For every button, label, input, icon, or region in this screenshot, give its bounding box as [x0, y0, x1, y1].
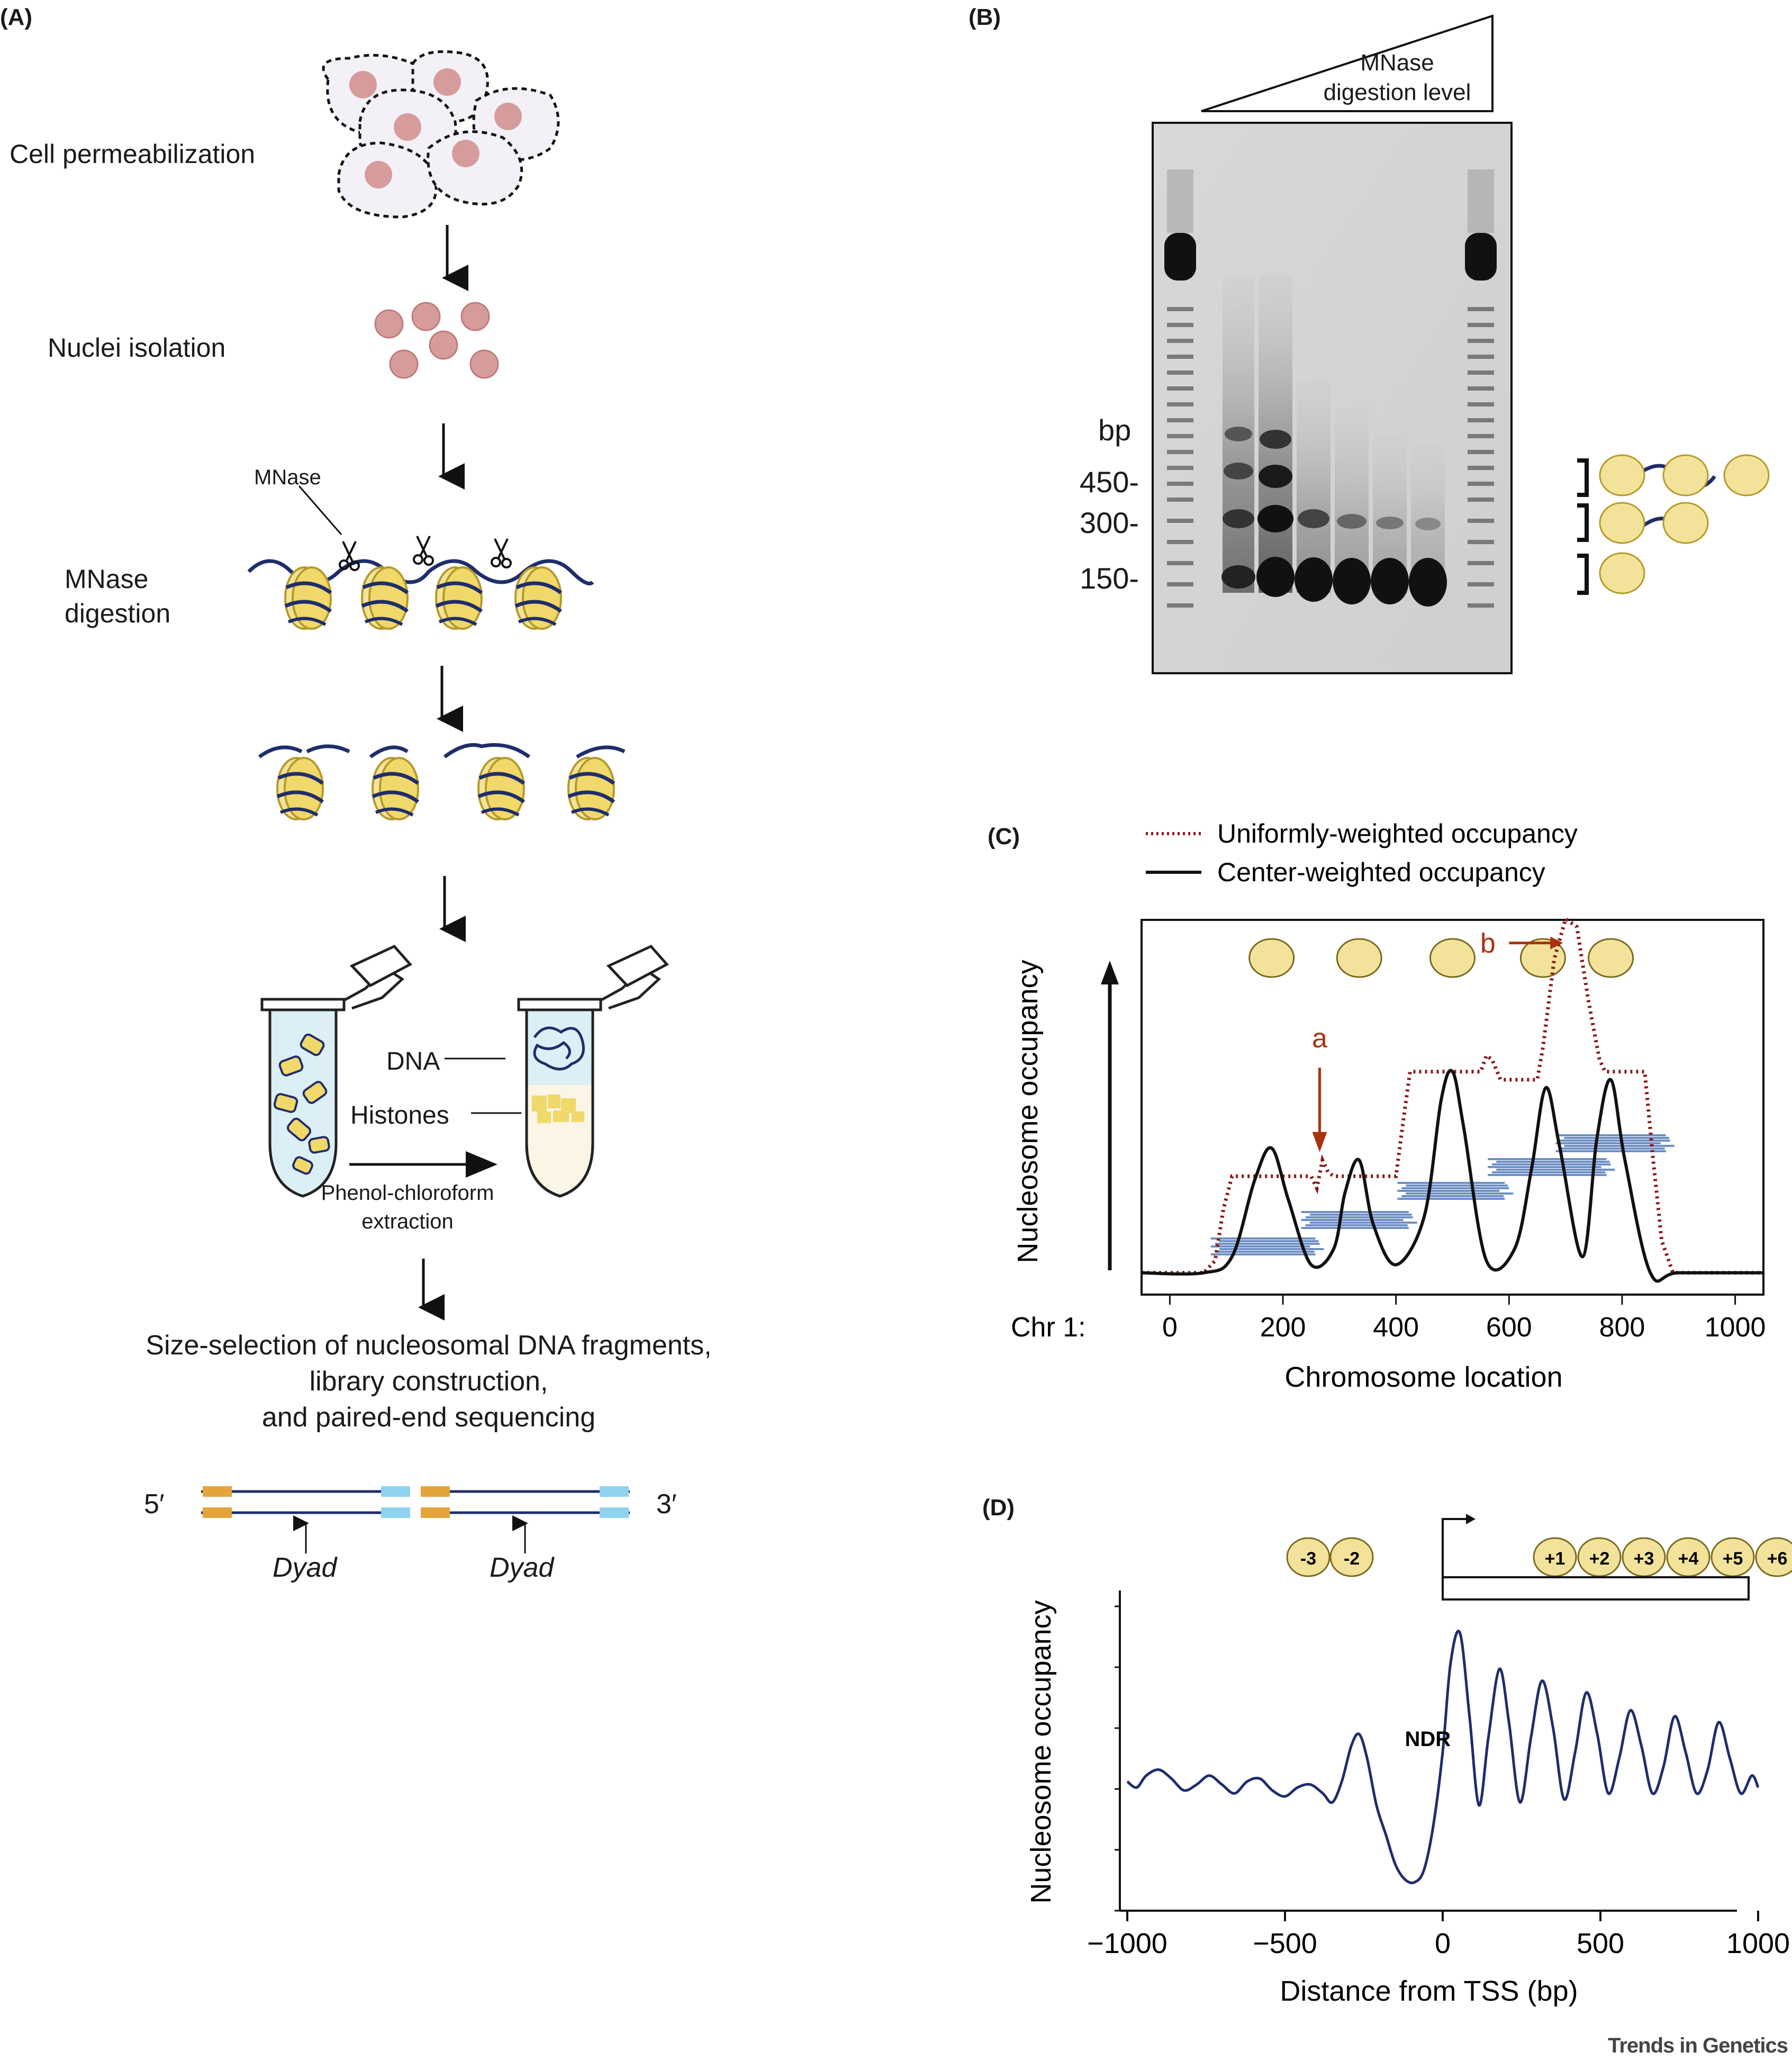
- panel-a-drawing: [201, 50, 669, 1553]
- wedge-label-line2: digestion level: [1323, 79, 1471, 105]
- y-ticks-d: [1115, 1605, 1120, 1912]
- panel-label-b: (B): [969, 4, 1001, 30]
- x-prefix-c: Chr 1:: [1011, 1312, 1086, 1343]
- legend-c: Uniformly-weighted occupancy Center-weig…: [1146, 819, 1578, 887]
- sample-lanes: [1221, 275, 1447, 607]
- ladder-right: [1465, 169, 1497, 608]
- ndr-label: NDR: [1405, 1728, 1451, 1751]
- series-uniform-line: [1142, 916, 1763, 1275]
- gel-unit-bp: bp: [1098, 413, 1132, 447]
- tss-arrow: [1442, 1518, 1468, 1577]
- panel-label-a: (A): [0, 4, 33, 30]
- x-tick-label-d-3: 500: [1577, 1928, 1624, 1959]
- marker-300: 300-: [1080, 506, 1139, 539]
- gel-image: [1152, 122, 1513, 674]
- legend-label-center: Center-weighted occupancy: [1217, 857, 1545, 887]
- step-cell-permeabilization: Cell permeabilization: [10, 139, 256, 169]
- journal-footer: Trends in Genetics: [1608, 2034, 1788, 2057]
- wedge-label-line1: MNase: [1360, 50, 1434, 76]
- x-tick-label-d-4: 1000: [1726, 1928, 1790, 1959]
- digestion-wedge: [1201, 14, 1494, 112]
- tube-dna-label: DNA: [386, 1047, 440, 1075]
- marker-450: 450-: [1080, 465, 1139, 499]
- extraction-label-line2: extraction: [361, 1210, 454, 1233]
- nucleosome-c-0: [1248, 938, 1295, 978]
- tube-histones-label: Histones: [350, 1101, 449, 1129]
- x-ticks-d: −1000 −500 0 500 1000: [1087, 1911, 1790, 1959]
- step-mnase-digestion-line1: MNase: [65, 564, 149, 594]
- marker-150: 150-: [1080, 562, 1139, 595]
- x-label-c: Chromosome location: [1284, 1361, 1562, 1393]
- nucleosome-d-down-label-1: +2: [1589, 1549, 1610, 1569]
- five-prime-label: 5′: [144, 1489, 165, 1520]
- x-tick-label-c-4: 800: [1599, 1312, 1645, 1343]
- nucleosome-c-4: [1588, 938, 1634, 978]
- gel-drawing: [1152, 14, 1770, 674]
- nucleosome-d-down-label-3: +4: [1678, 1549, 1699, 1569]
- cell-nuclei: [349, 68, 522, 188]
- process-arrows: [349, 225, 497, 1321]
- mononucleosome: [1599, 552, 1645, 594]
- y-label-d: Nucleosome occupancy: [1025, 1600, 1057, 1903]
- gene-body-box: [1442, 1576, 1750, 1601]
- nucleosome-c-2: [1429, 938, 1476, 978]
- series-occupancy-line: [1126, 1630, 1760, 1884]
- nucleosome-d-down-label-2: +3: [1634, 1549, 1654, 1569]
- paired-end-fragments: [201, 1486, 630, 1553]
- x-tick-label-c-0: 0: [1162, 1312, 1178, 1343]
- panel-label-d: (D): [982, 1495, 1015, 1521]
- upstream-nucleosomes: -3 -2: [1286, 1537, 1374, 1577]
- nucleosome-d-up-0: [1286, 1537, 1331, 1577]
- x-label-d: Distance from TSS (bp): [1280, 1975, 1578, 2007]
- x-tick-label-d-2: 0: [1435, 1928, 1451, 1959]
- x-tick-label-c-5: 1000: [1705, 1312, 1766, 1343]
- annotation-a: a: [1312, 1023, 1327, 1152]
- chart-c: Uniformly-weighted occupancy Center-weig…: [1011, 819, 1766, 1393]
- tube-before-extraction: [260, 944, 412, 1198]
- nucleosome-d-up-label-1: -2: [1344, 1549, 1360, 1569]
- extraction-label-line1: Phenol-chloroform: [321, 1181, 494, 1205]
- legend-label-uniform: Uniformly-weighted occupancy: [1217, 819, 1578, 848]
- tube-after-extraction: [517, 944, 669, 1198]
- dyad-label-1: Dyad: [273, 1552, 337, 1583]
- step-size-selection-line2: library construction,: [309, 1366, 548, 1397]
- step-nuclei-isolation: Nuclei isolation: [48, 333, 226, 363]
- downstream-nucleosomes: +1 +2 +3 +4 +5 +6: [1533, 1537, 1792, 1577]
- step-size-selection-line3: and paired-end sequencing: [261, 1402, 596, 1433]
- svg-text:b: b: [1480, 928, 1496, 959]
- x-tick-label-c-2: 400: [1373, 1312, 1419, 1343]
- y-label-c: Nucleosome occupancy: [1012, 960, 1044, 1263]
- mnase-scissors: [339, 535, 512, 571]
- dinucleosome: [1599, 502, 1709, 544]
- trinucleosome: [1599, 454, 1770, 496]
- three-prime-label: 3′: [656, 1489, 677, 1520]
- ladder-left: [1164, 169, 1196, 608]
- x-tick-label-d-0: −1000: [1087, 1928, 1167, 1959]
- dyad-label-2: Dyad: [490, 1552, 554, 1583]
- x-ticks-c: 0 200 400 600 800 1000: [1162, 1295, 1766, 1343]
- nucleosome-d-up-label-0: -3: [1300, 1549, 1316, 1569]
- nucleosome-d-up-1: [1329, 1537, 1374, 1577]
- x-tick-label-c-3: 600: [1486, 1312, 1532, 1343]
- annotation-b: b: [1480, 928, 1563, 959]
- isolated-nuclei: [374, 302, 499, 379]
- nucleosome-d-down-5: [1755, 1537, 1792, 1577]
- svg-text:a: a: [1312, 1023, 1327, 1054]
- nucleosome-d-down-label-5: +6: [1767, 1549, 1788, 1569]
- mnase-pointer-line: [298, 485, 342, 535]
- step-size-selection-line1: Size-selection of nucleosomal DNA fragme…: [146, 1330, 712, 1361]
- x-tick-label-c-1: 200: [1260, 1312, 1306, 1343]
- digested-mononucleosomes: [258, 743, 626, 820]
- step-mnase-digestion-line2: digestion: [65, 599, 171, 628]
- nucleosome-d-down-label-0: +1: [1545, 1549, 1565, 1569]
- fragment-brackets: [1577, 458, 1589, 595]
- panel-label-c: (C): [988, 824, 1020, 849]
- series-center-line: [1141, 1069, 1763, 1283]
- mnase-enzyme-label: MNase: [254, 466, 321, 489]
- x-tick-label-d-1: −500: [1253, 1928, 1317, 1959]
- nucleosome-d-down-label-4: +5: [1723, 1549, 1743, 1569]
- fragment-groups-c: [1210, 1134, 1675, 1255]
- nucleosome-c-1: [1336, 938, 1382, 978]
